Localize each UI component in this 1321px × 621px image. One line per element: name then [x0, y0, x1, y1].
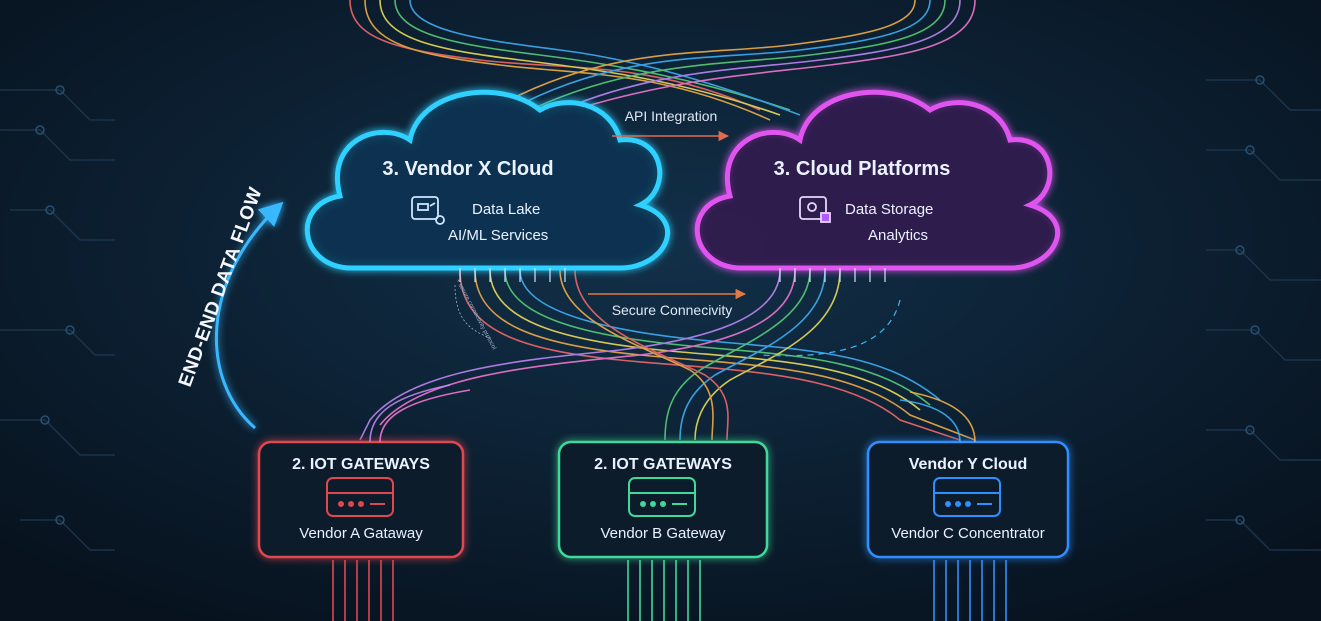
router-icon — [326, 477, 394, 517]
dashed-link — [759, 299, 901, 357]
vendor-x-cloud-title: 3. Vendor X Cloud — [382, 158, 553, 180]
circuit-decoration — [0, 79, 1321, 551]
secure-connectivity-label: Secure Connecivity — [612, 302, 733, 318]
data-lake-icon — [411, 196, 445, 225]
vendor-x-cloud-line1: Data Lake — [472, 201, 540, 218]
api-integration-label: API Integration — [625, 108, 718, 124]
gateway-a-inputs — [332, 560, 394, 621]
gateway-a-title: 2. IOT GATEWAYS — [292, 456, 430, 473]
gateway-uplinks — [369, 384, 976, 443]
gateway-c: Vendor Y Cloud Vendor C Concentrator — [866, 440, 1070, 559]
middle-flow-bundle — [359, 269, 976, 441]
cloud-ports — [459, 268, 886, 282]
dotted-note-path — [454, 284, 491, 339]
cloud-platforms-line1: Data Storage — [845, 201, 933, 218]
gateway-b-label: Vendor B Gateway — [600, 525, 726, 542]
circuit-nodes — [35, 75, 1265, 525]
gateway-c-inputs — [933, 560, 1007, 621]
gateway-a: 2. IOT GATEWAYS Vendor A Gataway — [257, 440, 465, 559]
cloud-platforms-line2: Analytics — [868, 227, 928, 244]
gateway-a-label: Vendor A Gataway — [299, 525, 423, 542]
cloud-platforms-title: 3. Cloud Platforms — [774, 158, 951, 180]
gateway-c-label: Vendor C Concentrator — [891, 525, 1044, 542]
gateway-b: 2. IOT GATEWAYS Vendor B Gateway — [557, 440, 769, 559]
cloud-platforms-cloud — [694, 89, 1061, 271]
vendor-x-cloud — [304, 89, 671, 271]
router-icon — [628, 477, 696, 517]
top-flow-bundle — [349, 0, 976, 126]
vendor-x-cloud-line2: AI/ML Services — [448, 227, 548, 244]
data-storage-icon — [799, 196, 831, 223]
gateway-c-title: Vendor Y Cloud — [909, 456, 1028, 473]
gateway-b-inputs — [627, 560, 701, 621]
end-to-end-arrow — [214, 201, 284, 430]
router-icon — [933, 477, 1001, 517]
gateway-b-title: 2. IOT GATEWAYS — [594, 456, 732, 473]
